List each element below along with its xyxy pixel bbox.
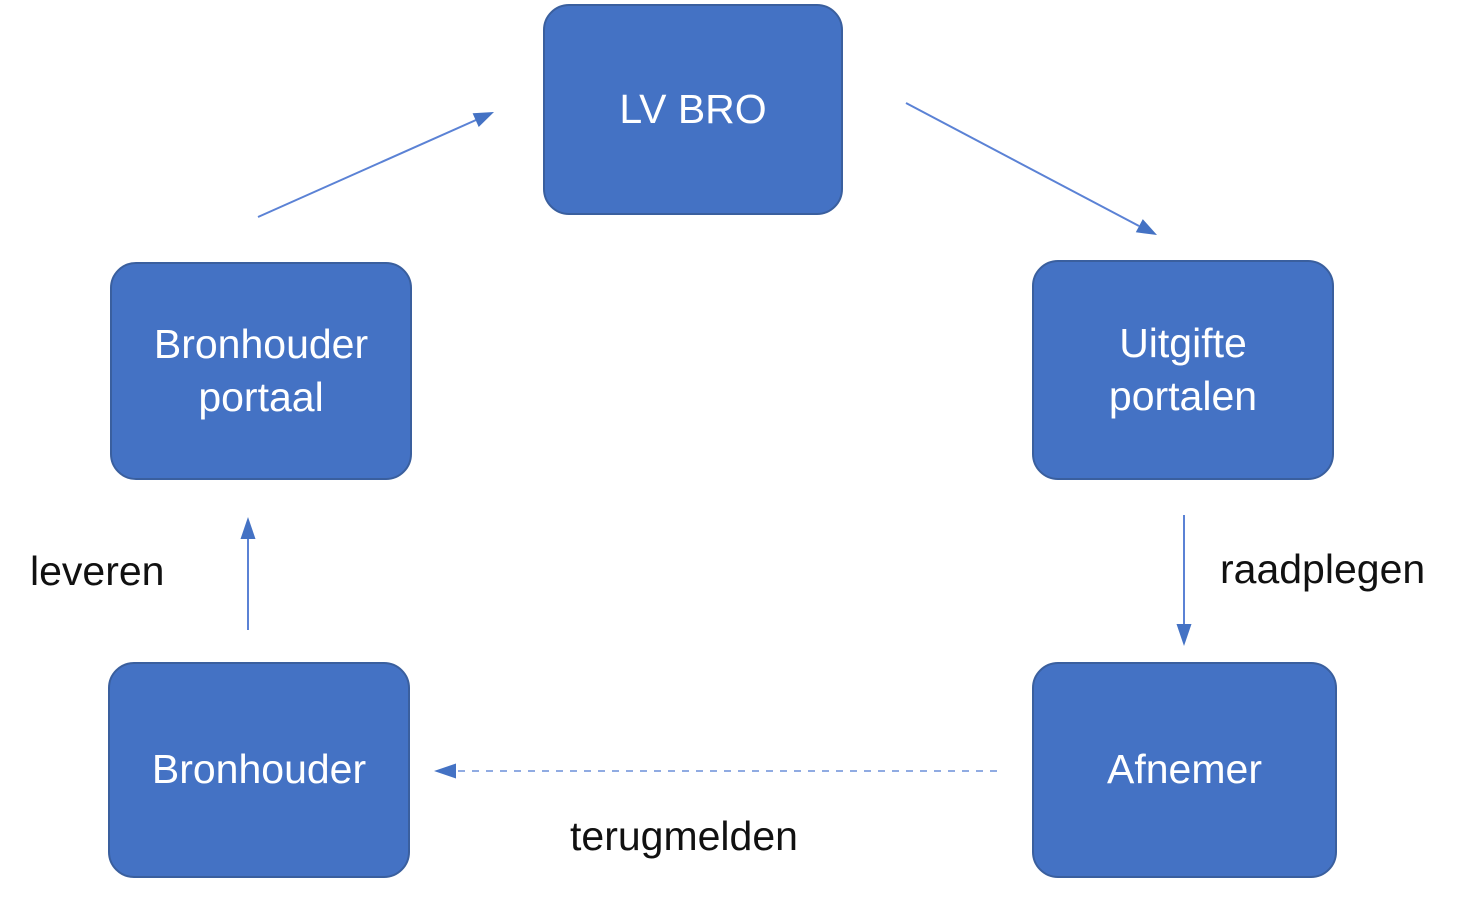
node-lv-bro: LV BRO (543, 4, 843, 215)
arrow-raadplegen (1176, 515, 1192, 646)
node-bronhouder-portaal-label: Bronhouder portaal (153, 320, 369, 420)
node-bronhouder-portaal: Bronhouder portaal (110, 262, 412, 480)
arrow-lvbro-to-uitgifteportalen (905, 102, 1157, 235)
node-afnemer-label: Afnemer (1107, 746, 1262, 793)
edge-label-raadplegen: raadplegen (1220, 546, 1426, 592)
node-uitgifte-portalen: Uitgifte portalen (1032, 260, 1334, 480)
arrow-terugmelden (434, 763, 997, 779)
node-lv-bro-label: LV BRO (619, 85, 767, 132)
edge-label-leveren: leveren (30, 548, 165, 594)
node-bronhouder-label: Bronhouder (151, 746, 367, 793)
node-uitgifte-portalen-label: Uitgifte portalen (1108, 319, 1258, 419)
edge-label-terugmelden: terugmelden (570, 813, 798, 859)
arrow-bronhouderportaal-to-lvbro (257, 112, 494, 218)
node-bronhouder: Bronhouder (108, 662, 410, 878)
node-afnemer: Afnemer (1032, 662, 1337, 878)
arrow-leveren (240, 517, 256, 630)
